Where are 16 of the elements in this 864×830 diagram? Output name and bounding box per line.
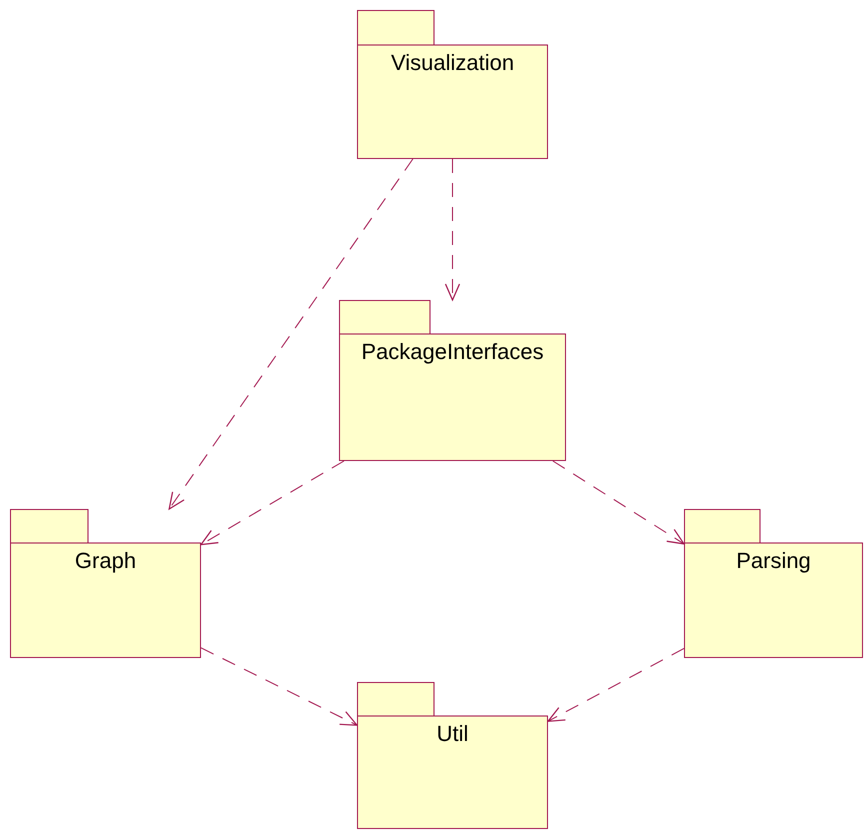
- package-name: Graph: [74, 548, 138, 574]
- dependency-arrow: [444, 158, 460, 301]
- package-folder: [357, 682, 548, 829]
- package-name: Util: [436, 721, 470, 748]
- package-folder: [357, 10, 548, 159]
- dependency-arrow: [552, 460, 685, 544]
- package-name: Visualization: [390, 50, 516, 76]
- package-folder: [10, 509, 201, 658]
- dependency-arrow: [200, 460, 344, 546]
- package-name: PackageInterfaces: [360, 339, 545, 366]
- dependency-arrow: [168, 158, 414, 510]
- package-folder: [684, 509, 863, 658]
- package-name: Parsing: [735, 548, 812, 574]
- dependency-arrow: [547, 648, 684, 722]
- package-folder: [339, 300, 566, 461]
- dependency-arrow: [200, 647, 358, 726]
